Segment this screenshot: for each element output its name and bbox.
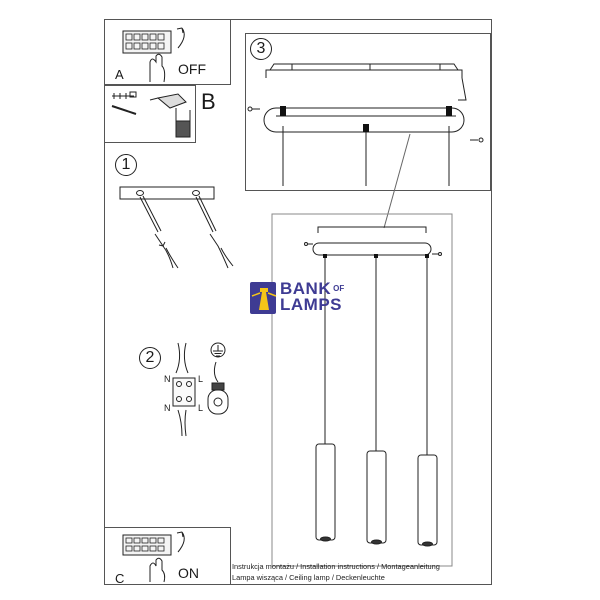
instruction-sheet — [104, 19, 492, 585]
wire-n-bottom: N — [164, 403, 171, 413]
wire-l-top: L — [198, 374, 204, 384]
screws-icon — [111, 91, 137, 115]
panel-b-letter: B — [201, 89, 216, 114]
step-2-marker: 2 — [139, 347, 161, 369]
hand-off-icon — [149, 27, 185, 83]
ceiling-plate-icon — [119, 186, 215, 200]
switch-terminal-on-icon — [122, 531, 185, 583]
logo-of: OF — [333, 283, 345, 293]
panel-a-state: OFF — [178, 61, 206, 77]
canopy-screw-icon — [247, 106, 484, 143]
step-1-marker: 1 — [115, 154, 137, 176]
panel-c-state: ON — [178, 565, 199, 581]
logo-line1: BANK — [280, 278, 332, 298]
drill-icon — [149, 93, 191, 138]
logo-mark-space — [250, 280, 276, 312]
canopy-bar-icon — [263, 107, 465, 186]
wire-n-top: N — [164, 374, 171, 384]
wire-l-bottom: L — [198, 403, 204, 413]
logo-lighthouse-icon — [250, 282, 277, 314]
caption-line2: Lampa wisząca / Ceiling lamp / Deckenleu… — [232, 573, 385, 582]
step-3-number: 3 — [256, 40, 266, 57]
mounting-bracket-icon — [265, 63, 467, 101]
panel-a-letter: A — [115, 67, 124, 82]
pendant-lamp-assembly — [304, 226, 442, 547]
switch-terminal-icon — [122, 30, 172, 54]
step-2-number: 2 — [145, 349, 155, 366]
wiring-diagram-icon — [172, 342, 196, 437]
step-3-marker: 3 — [250, 38, 272, 60]
step-1-number: 1 — [121, 156, 131, 173]
caption: Instrukcja montażu / Installation instru… — [232, 561, 440, 583]
logo-line2: LAMPS — [280, 294, 342, 314]
earth-terminal-icon — [207, 342, 229, 415]
panel-b-tools: B — [104, 85, 216, 143]
caption-line1: Instrukcja montażu / Installation instru… — [232, 562, 440, 571]
anchor-wires-icon — [139, 195, 234, 269]
panel-c-letter: C — [115, 571, 125, 586]
